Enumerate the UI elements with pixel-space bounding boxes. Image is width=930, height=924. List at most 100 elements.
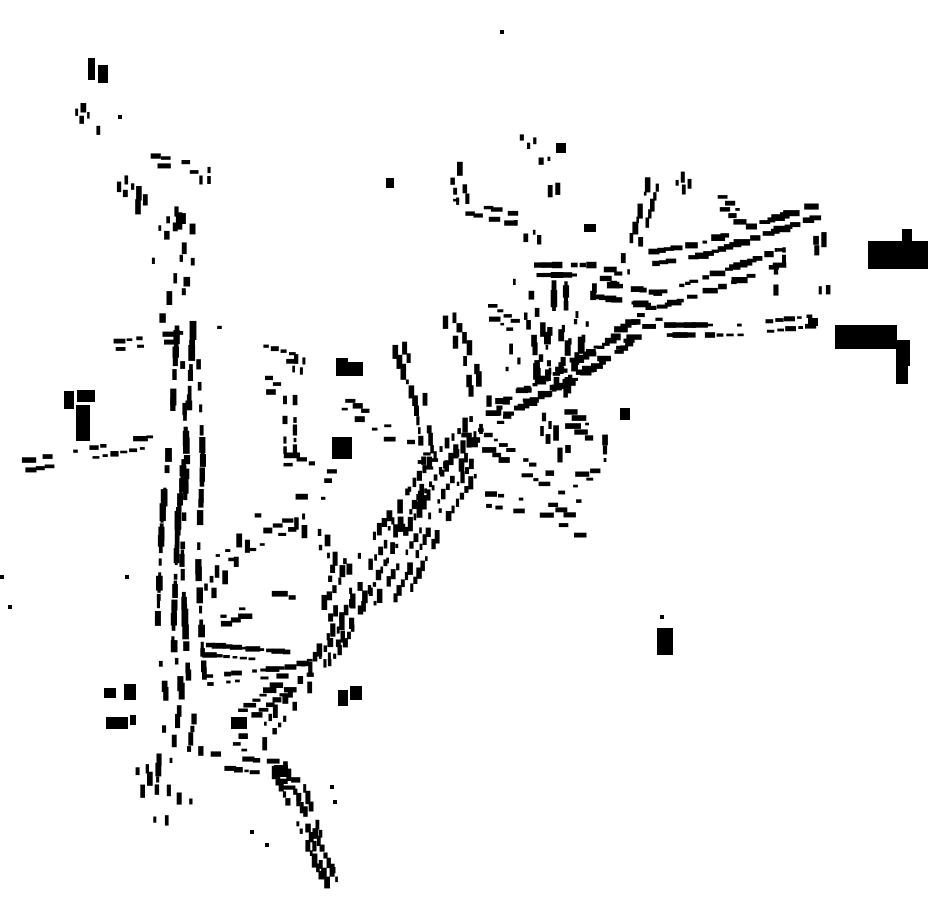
building-footprint	[307, 681, 313, 694]
building-east	[620, 408, 630, 420]
building-footprint	[169, 757, 173, 763]
building-footprint	[488, 304, 498, 308]
building-footprint	[431, 458, 439, 462]
building-footprint	[170, 640, 178, 653]
building-footprint	[183, 455, 191, 465]
building-footprint	[407, 486, 412, 492]
building-footprint	[25, 467, 37, 473]
building-footprint	[759, 220, 771, 224]
building-footprint	[416, 501, 423, 518]
building-footprint	[456, 323, 463, 333]
building-footprint	[575, 311, 579, 319]
building-footprint	[409, 541, 414, 549]
building-footprint	[493, 438, 498, 442]
building-footprint	[110, 451, 119, 457]
building-footprint	[521, 473, 533, 478]
building-footprint	[433, 451, 437, 459]
building-footprint	[451, 433, 455, 441]
building-footprint	[558, 362, 564, 374]
building-footprint	[457, 428, 461, 435]
building-footprint	[345, 398, 356, 403]
building-footprint	[539, 512, 554, 518]
building-footprint	[189, 170, 199, 174]
building-footprint	[215, 554, 220, 557]
building-footprint	[548, 367, 552, 375]
building-footprint	[131, 183, 135, 190]
building-footprint	[187, 746, 192, 752]
building-footprint	[229, 644, 242, 650]
building-footprint	[326, 591, 333, 601]
building-footprint	[762, 231, 775, 236]
building-footprint	[784, 224, 793, 229]
building-footprint	[466, 374, 472, 388]
building-footprint	[627, 269, 630, 275]
building-footprint	[357, 552, 361, 559]
building-footprint	[330, 623, 336, 637]
building-footprint	[652, 260, 660, 267]
building-footprint	[180, 568, 185, 581]
building-footprint	[362, 590, 368, 604]
building-footprint	[338, 577, 342, 585]
building-footprint	[238, 708, 248, 712]
building-footprint	[505, 366, 509, 372]
building-footprint	[785, 326, 796, 332]
building-footprint	[181, 596, 187, 610]
building-footprint	[166, 291, 173, 305]
building-footprint	[582, 365, 595, 373]
building-footprint	[750, 235, 761, 241]
building-footprint	[752, 256, 763, 261]
building-footprint	[476, 371, 482, 387]
building-footprint	[199, 404, 203, 413]
building-footprint	[180, 475, 184, 481]
building-footprint	[226, 680, 231, 684]
building-footprint	[199, 467, 205, 482]
building-footprint	[805, 323, 817, 329]
building-footprint	[397, 499, 403, 514]
building-footprint	[464, 486, 469, 493]
building-footprint	[398, 499, 401, 506]
building-footprint	[565, 445, 571, 453]
building-footprint	[392, 344, 399, 359]
building-footprint	[183, 468, 190, 480]
building-footprint	[172, 583, 178, 598]
building-footprint	[296, 795, 301, 807]
building-footprint	[425, 556, 428, 562]
building-footprint	[283, 785, 296, 790]
building-footprint	[802, 217, 815, 223]
building-footprint	[156, 753, 162, 766]
building-footprint	[301, 525, 308, 539]
building-footprint	[154, 784, 160, 795]
building-footprint	[187, 369, 193, 381]
building-footprint	[515, 388, 528, 394]
building-footprint	[602, 445, 608, 455]
building-footprint	[211, 587, 217, 599]
building-footprint	[220, 614, 227, 618]
building-footprint	[586, 261, 597, 269]
building-footprint	[557, 447, 563, 463]
building-footprint	[228, 557, 237, 562]
building-footprint	[391, 517, 395, 525]
building-footprint	[368, 558, 373, 570]
building-footprint	[719, 207, 731, 212]
building-south	[350, 686, 362, 700]
building-footprint	[403, 526, 409, 536]
building-footprint	[390, 569, 396, 580]
building-footprint	[282, 693, 289, 704]
building-footprint	[186, 394, 192, 402]
building-footprint	[685, 242, 698, 249]
building-footprint	[551, 280, 557, 289]
building-footprint	[166, 784, 171, 797]
building-footprint	[183, 476, 189, 486]
building-footprint	[376, 522, 382, 536]
building-footprint	[239, 656, 247, 660]
building-footprint	[153, 816, 157, 823]
building-footprint	[657, 247, 666, 253]
building-footprint	[592, 283, 597, 294]
building-footprint	[243, 702, 257, 708]
building-footprint	[272, 523, 283, 528]
building-footprint	[804, 203, 819, 210]
building-footprint	[733, 239, 751, 246]
building-footprint	[506, 327, 514, 331]
building-footprint	[296, 821, 300, 827]
building-footprint	[176, 792, 182, 805]
